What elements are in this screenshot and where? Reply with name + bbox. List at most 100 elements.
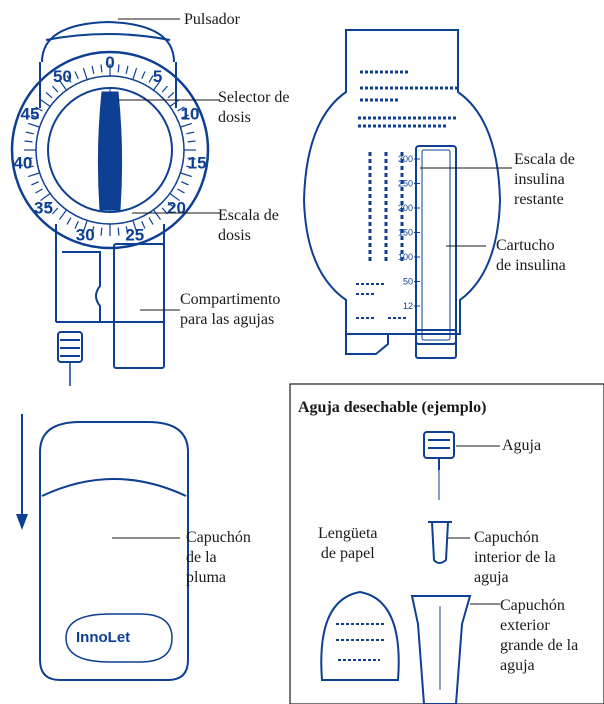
dial-tick [58,209,67,220]
dial-tick [132,68,138,80]
label-cartucho: Cartucho de insulina [496,237,566,274]
dial-tick [31,181,39,186]
label-capuchon-pluma: Capuchón de la pluma [186,529,251,586]
dial-tick [167,92,175,99]
dial-tick [91,65,95,74]
dial-tick [40,98,51,107]
dial-ticks [24,64,196,236]
dial-tick [52,207,59,215]
label-aguja: Aguja [502,437,542,454]
label-compartimento: Compartimento para las agujas [180,291,281,328]
dial-tick [45,92,53,99]
dial-tick [167,201,175,208]
dial-tick [28,122,40,128]
insulin-scale-number: 200 [398,203,413,213]
dial-tick [100,227,103,236]
dial-tick [180,122,192,128]
dial-tick [66,75,72,83]
dial-number: 50 [53,67,72,86]
dial-tick [74,221,79,229]
label-capuchon-exterior: Capuchón exterior grande de la aguja [500,597,579,674]
dial-tick [161,85,168,93]
pen-cap [39,421,189,681]
dial-number: 15 [188,154,207,173]
leader-lines [112,18,512,605]
dial-tick [169,98,180,107]
logo-oval [65,613,173,663]
dial-tick [117,64,120,73]
dial-tick [24,157,33,160]
label-capuchon-interior: Capuchón interior de la aguja [474,529,556,586]
pen-back-view [302,29,502,359]
label-selector-dosis: Selector de dosis [218,89,290,126]
dial-tick [66,217,72,225]
insulin-scale-number: 250 [398,179,413,189]
dial-tick [180,172,192,178]
dial-number: 0 [105,53,114,72]
dial-tick [187,157,196,160]
label-lengueta: Lengüeta de papel [318,525,378,562]
label-escala-dosis: Escala de dosis [218,207,279,244]
box-title: Aguja desechable (ejemplo) [298,399,487,416]
dial-tick [141,221,146,229]
dial-tick [82,220,88,232]
dial-tick [125,65,129,74]
dial-tick [117,227,120,236]
dial-tick [187,140,196,143]
dial-tick [28,172,40,178]
dial-tick [40,193,51,202]
insulin-scale-number: 50 [403,277,413,287]
dial-tick [35,188,43,194]
dial-tick [177,188,185,194]
dial-tick [148,217,154,225]
dial-tick [100,64,103,73]
dial-tick [24,140,33,143]
insulin-scale: 300 250 200 150 100 50 12 [398,154,420,311]
dial-number: 35 [34,199,53,218]
dial-tick [153,80,162,91]
brand-logo: InnoLet [76,629,131,646]
down-arrow-icon [16,414,28,530]
dial-tick [169,193,180,202]
insulin-scale-number: 12 [403,301,413,311]
dial-tick [125,226,129,235]
dose-dial [10,50,210,250]
dial-tick [25,131,34,135]
insulin-scale-number: 100 [398,252,413,262]
dial-number: 20 [167,199,186,218]
disposable-needle-box [289,383,604,704]
dial-tick [186,131,195,135]
dial-tick [132,220,138,232]
paper-tab [320,590,400,681]
dial-number: 5 [153,67,162,86]
dial-tick [31,114,39,119]
dial-tick [82,68,88,80]
dial-tick [74,71,79,79]
dial-tick [181,181,189,186]
dial-tick [186,165,195,169]
dial-tick [141,71,146,79]
needle-parts [320,431,472,704]
dial-tick [35,106,43,112]
dial-tick [52,85,59,93]
dial-tick [45,201,53,208]
dial-tick [58,80,67,91]
dial-number: 25 [125,225,144,244]
dial-tick [91,226,95,235]
insulin-scale-number: 150 [398,228,413,238]
label-escala-insulina: Escala de insulina restante [514,151,575,208]
dial-tick [148,75,154,83]
dial-number: 40 [13,154,32,173]
dial-tick [25,165,34,169]
dial-number: 45 [20,104,39,123]
dial-tick [153,209,162,220]
dial-number: 30 [76,225,95,244]
insulin-scale-number: 300 [398,154,413,164]
dial-tick [181,114,189,119]
label-pulsador: Pulsador [184,11,240,28]
insulin-cartridge [415,145,457,345]
needle-compartment-front [113,243,165,369]
dial-tick [177,106,185,112]
dial-number: 10 [181,104,200,123]
